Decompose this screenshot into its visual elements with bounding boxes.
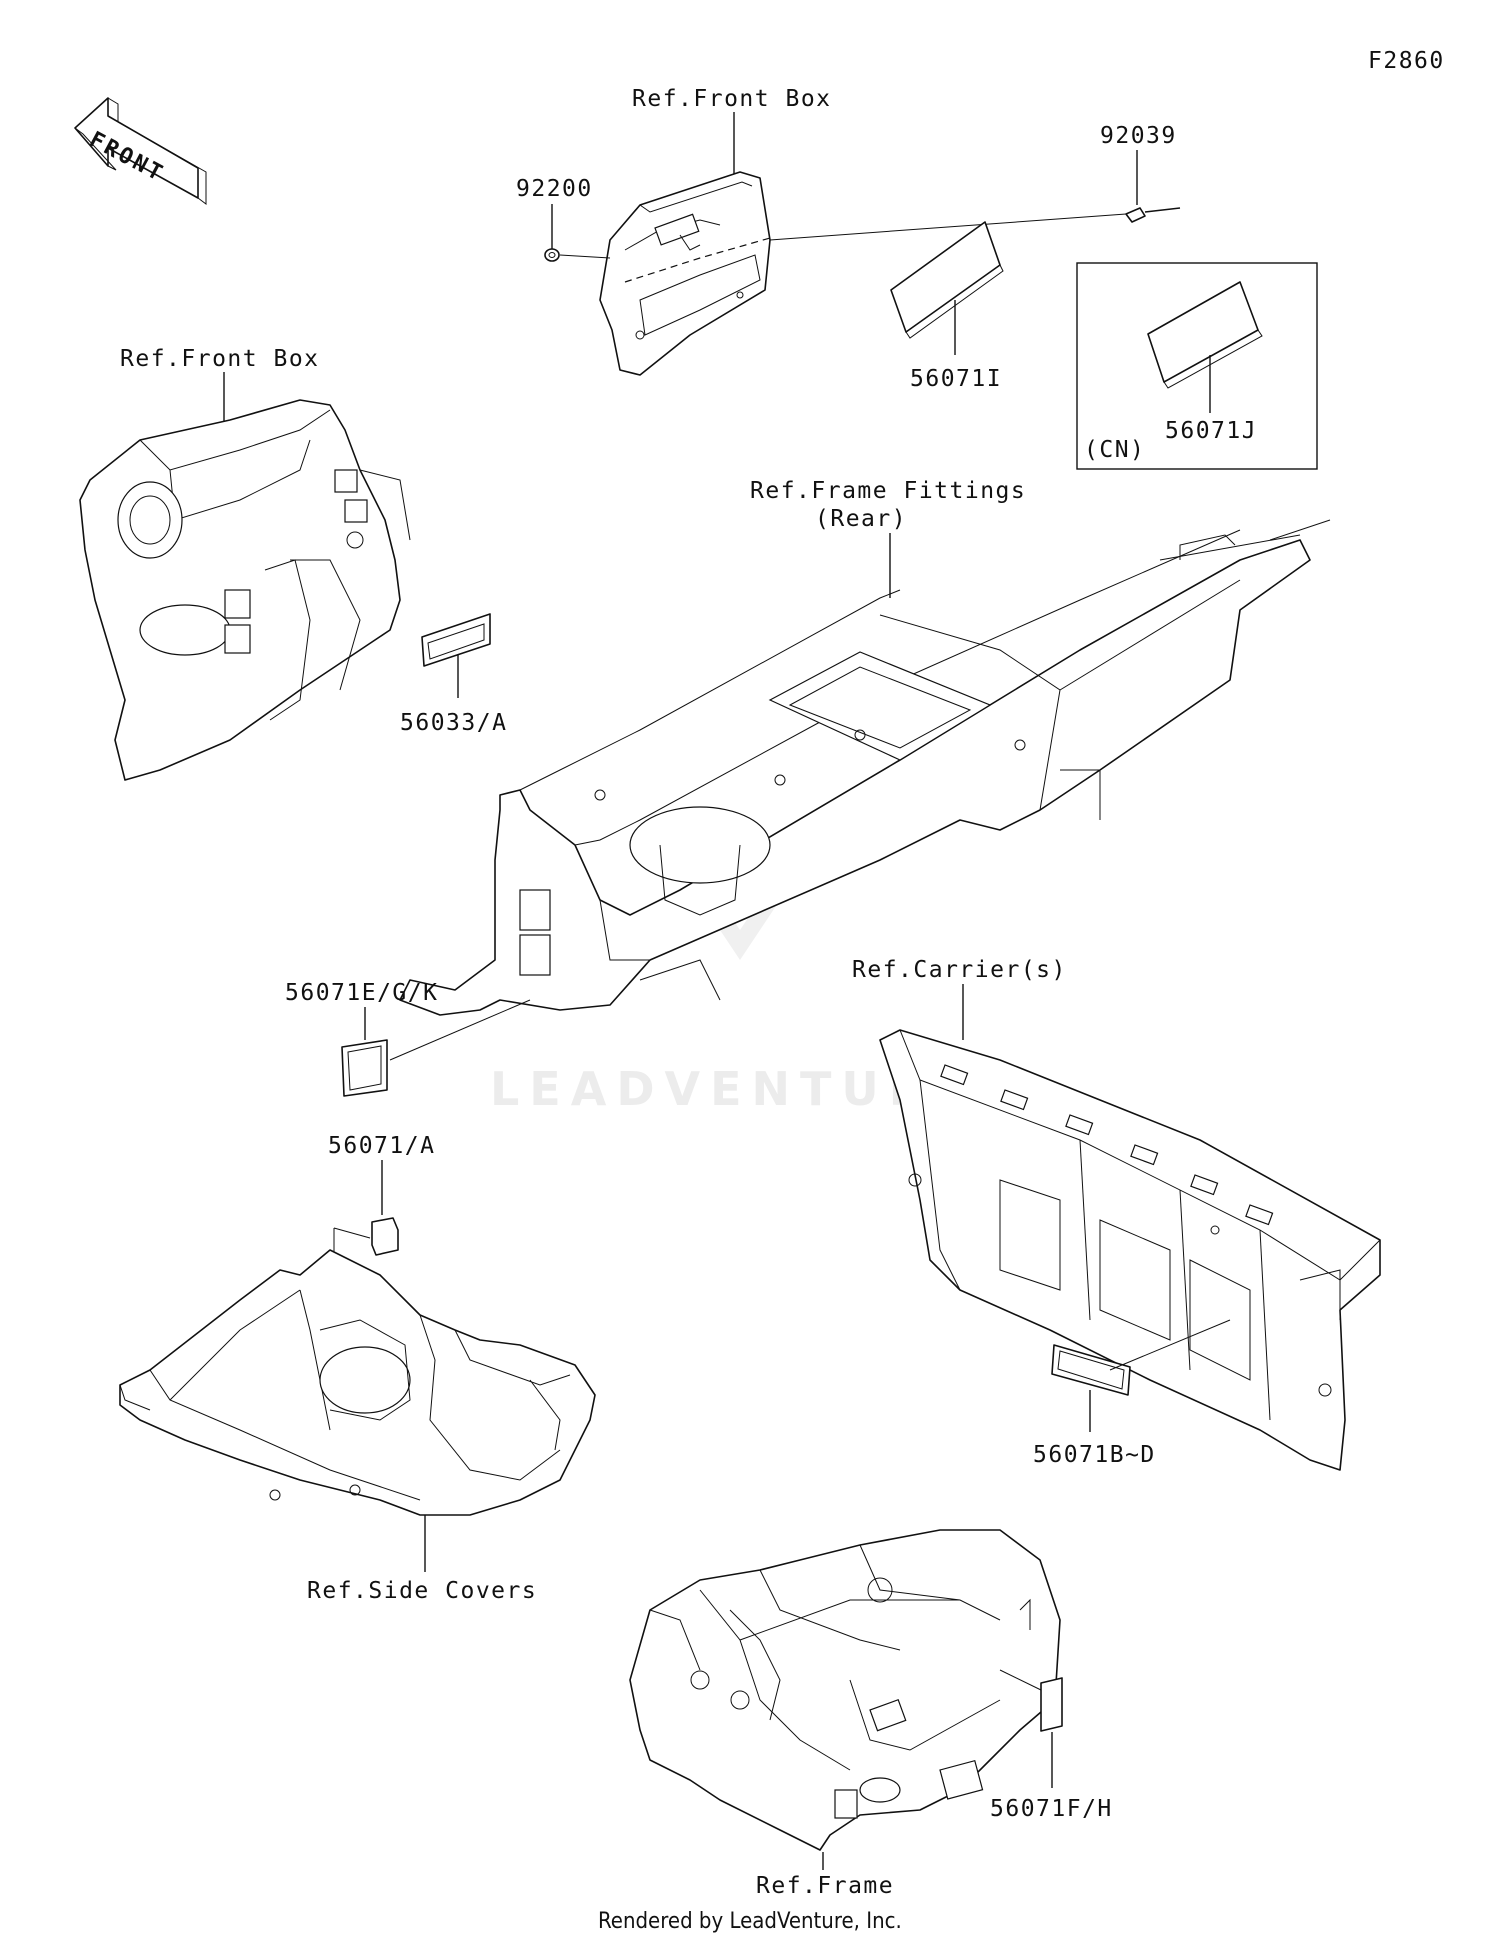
frame <box>629 1529 1061 1851</box>
label-ref-carriers: Ref.Carrier(s) <box>852 957 1067 983</box>
label-ref-frame-fittings-line2: (Rear) <box>815 506 907 532</box>
footer-credit: Rendered by LeadVenture, Inc. <box>598 1909 902 1934</box>
leader-92039-b <box>769 213 1127 241</box>
washer-icon <box>544 248 560 262</box>
decal-56071EGK <box>341 1039 388 1097</box>
front-arrow-icon: FRONT <box>74 97 207 205</box>
label-56071A: 56071/A <box>328 1133 435 1159</box>
label-56071BD: 56071B~D <box>1033 1442 1156 1468</box>
decal-56071A <box>371 1217 399 1256</box>
decal-56071I <box>890 221 1004 339</box>
label-ref-front-box-top: Ref.Front Box <box>632 86 832 112</box>
label-ref-side-covers: Ref.Side Covers <box>307 1578 537 1604</box>
label-56071I: 56071I <box>910 366 1002 392</box>
frame-fittings-rear <box>399 519 1331 1016</box>
dashed-guide-line <box>624 237 771 283</box>
label-92039: 92039 <box>1100 123 1177 149</box>
label-ref-front-box-left: Ref.Front Box <box>120 346 320 372</box>
leader-56071BD-b <box>1109 1319 1231 1371</box>
front-box-dashboard <box>79 399 411 781</box>
decal-56071J <box>1147 281 1263 389</box>
front-box-lid <box>599 171 771 376</box>
label-ref-frame: Ref.Frame <box>756 1873 894 1899</box>
decal-56071FH <box>1040 1677 1063 1732</box>
label-ref-frame-fittings-line1: Ref.Frame Fittings <box>750 478 1026 504</box>
leader-92200-b <box>559 254 611 259</box>
watermark-text: LEADVENTURE <box>490 1062 976 1116</box>
cn-box <box>1076 262 1318 470</box>
decal-56033A <box>421 613 491 667</box>
diagram-code: F2860 <box>1368 48 1445 74</box>
label-56071EGK: 56071E/G/K <box>285 980 438 1006</box>
label-56071FH: 56071F/H <box>990 1796 1113 1822</box>
carrier <box>879 1029 1381 1471</box>
label-56071J: 56071J <box>1165 418 1257 444</box>
label-56033A: 56033/A <box>400 710 507 736</box>
label-cn: (CN) <box>1084 437 1145 463</box>
rivet-icon <box>1125 207 1181 223</box>
leader-56071FH-b <box>999 1669 1042 1691</box>
decal-56071BD <box>1051 1344 1131 1396</box>
label-92200: 92200 <box>516 176 593 202</box>
side-cover <box>119 1249 596 1516</box>
leader-56071EGK-b <box>389 999 531 1061</box>
leader-56071A-c <box>333 1227 371 1239</box>
